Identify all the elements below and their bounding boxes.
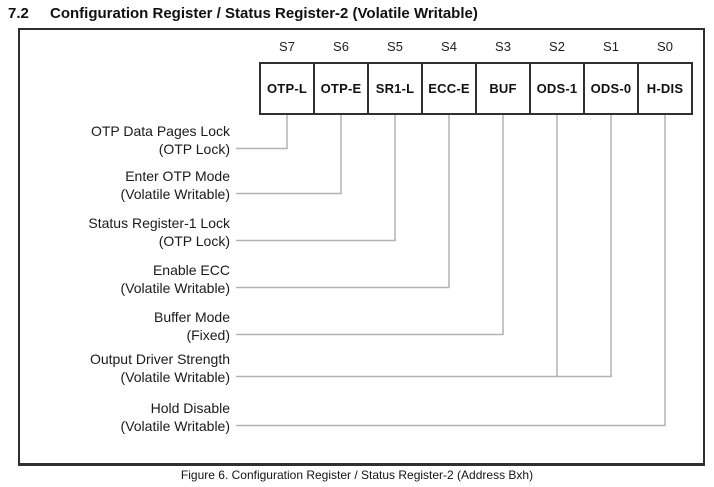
bit-position-label-s7: S7 (279, 39, 295, 54)
bit-description-name: Enter OTP Mode (125, 168, 230, 184)
bit-description-name: Enable ECC (152, 262, 230, 278)
bit-box-ods-1: ODS-1 (529, 62, 585, 115)
bit-position-label-s3: S3 (495, 39, 511, 54)
bit-box-otp-e: OTP-E (313, 62, 369, 115)
bit-position-label-s5: S5 (387, 39, 403, 54)
bit-description-name: OTP Data Pages Lock (90, 123, 230, 139)
bit-description-name: Output Driver Strength (89, 351, 230, 367)
bit-description-ecc-e: Enable ECC (Volatile Writable) (20, 261, 230, 297)
bit-box-h-dis: H-DIS (637, 62, 693, 115)
bit-box-ecc-e: ECC-E (421, 62, 477, 115)
bit-description-name: Buffer Mode (153, 309, 230, 325)
bit-position-label-s0: S0 (657, 39, 673, 54)
bit-description-name: Status Register-1 Lock (88, 215, 230, 231)
bit-description-attribute: (Volatile Writable) (120, 186, 230, 202)
bit-description-attribute: (OTP Lock) (158, 233, 230, 249)
figure-caption: Figure 6. Configuration Register / Statu… (180, 468, 534, 482)
bit-position-label-s2: S2 (549, 39, 565, 54)
bit-description-sr1-l: Status Register-1 Lock (OTP Lock) (20, 214, 230, 250)
bit-description-buf: Buffer Mode (Fixed) (20, 308, 230, 344)
bit-description-attribute: (OTP Lock) (158, 141, 230, 157)
bit-position-label-s6: S6 (333, 39, 349, 54)
bit-description-attribute: (Volatile Writable) (120, 280, 230, 296)
bit-position-label-s4: S4 (441, 39, 457, 54)
bit-description-attribute: (Fixed) (186, 327, 230, 343)
bit-box-otp-l: OTP-L (259, 62, 315, 115)
bit-description-ods: Output Driver Strength (Volatile Writabl… (20, 350, 230, 386)
bit-box-buf: BUF (475, 62, 531, 115)
section-title: Configuration Register / Status Register… (50, 5, 478, 22)
bit-description-otp-e: Enter OTP Mode (Volatile Writable) (20, 167, 230, 203)
bit-description-h-dis: Hold Disable (Volatile Writable) (20, 399, 230, 435)
bit-box-sr1-l: SR1-L (367, 62, 423, 115)
bit-box-ods-0: ODS-0 (583, 62, 639, 115)
section-number: 7.2 (8, 5, 29, 22)
bit-description-otp-l: OTP Data Pages Lock (OTP Lock) (20, 122, 230, 158)
bit-position-label-s1: S1 (603, 39, 619, 54)
bit-description-name: Hold Disable (150, 400, 230, 416)
bit-description-attribute: (Volatile Writable) (120, 418, 230, 434)
bit-description-attribute: (Volatile Writable) (120, 369, 230, 385)
